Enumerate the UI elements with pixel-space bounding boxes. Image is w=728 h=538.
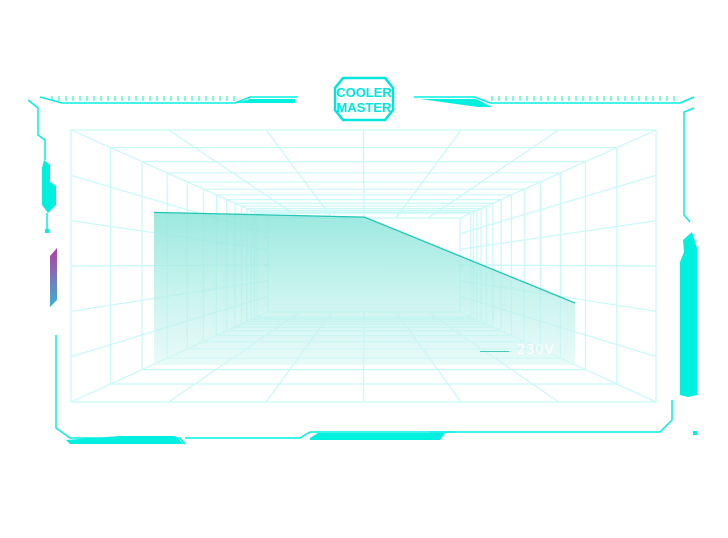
legend-swatch-230v xyxy=(480,351,509,352)
series-230v-area xyxy=(154,212,575,365)
cooler-master-logo: COOLER MASTER xyxy=(333,76,395,122)
svg-text:COOLER: COOLER xyxy=(336,85,392,100)
legend-label-230v: 230V xyxy=(517,343,555,358)
hud-frame xyxy=(27,96,697,445)
svg-text:MASTER: MASTER xyxy=(337,100,393,115)
